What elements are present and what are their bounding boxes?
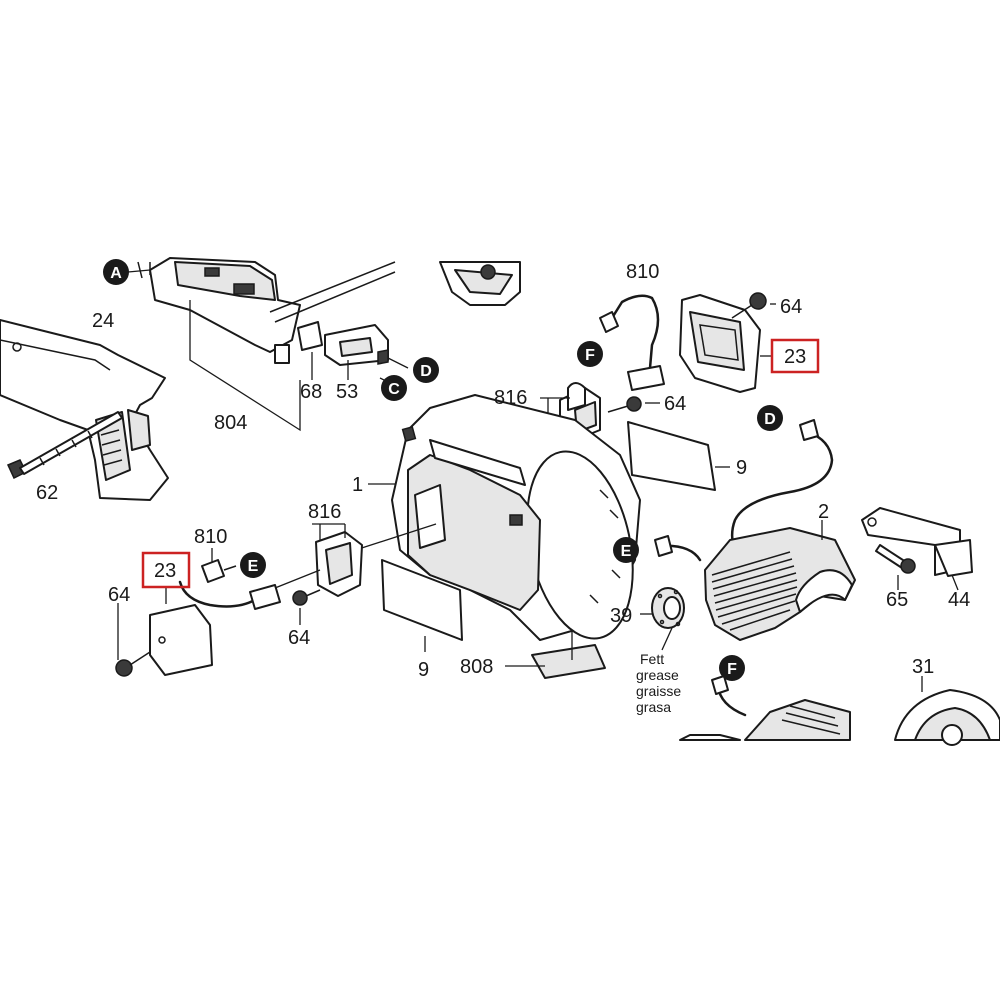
plate-808 (531, 644, 606, 679)
marker-D-top: D (413, 357, 439, 383)
screw-65 (875, 544, 916, 574)
bracket-44 (861, 507, 973, 577)
connector-810-left (201, 559, 237, 583)
svg-text:E: E (248, 558, 259, 575)
marker-A: A (103, 259, 129, 285)
insulation-plate-9-right (627, 421, 716, 491)
svg-text:F: F (585, 347, 595, 364)
svg-text:D: D (764, 411, 776, 428)
label-9-right: 9 (736, 457, 747, 479)
marker-D-right: D (757, 405, 783, 431)
connector-E-right (654, 535, 673, 557)
grease-note-line-2: grease (636, 667, 679, 683)
label-65: 65 (886, 589, 908, 611)
label-39: 39 (610, 605, 632, 627)
brush-810-top (599, 311, 665, 391)
motor-housing-1 (391, 394, 641, 641)
label-53: 53 (336, 381, 358, 403)
screw-62 (6, 411, 123, 480)
switch-assembly-804 (137, 257, 301, 364)
label-62: 62 (36, 482, 58, 504)
label-23-top-highlighted: 23 (770, 338, 820, 374)
screw-64-top-right (731, 292, 767, 319)
label-810-left: 810 (194, 526, 227, 548)
marker-E-left: E (240, 552, 266, 578)
marker-C: C (381, 375, 407, 401)
svg-text:F: F (727, 661, 737, 678)
label-804: 804 (214, 412, 247, 434)
label-64-left: 64 (108, 584, 130, 606)
label-24: 24 (92, 310, 114, 332)
brush-holder-816-left (315, 531, 363, 597)
label-64-top-center: 64 (664, 393, 686, 415)
label-808: 808 (460, 656, 493, 678)
grease-note-line-4: grasa (636, 699, 671, 715)
label-1: 1 (352, 474, 363, 496)
brush-contact-53 (324, 324, 389, 366)
label-9-left: 9 (418, 659, 429, 681)
label-64-left-center: 64 (288, 627, 310, 649)
svg-text:E: E (621, 543, 632, 560)
label-64-top-right: 64 (780, 296, 802, 318)
leader-804 (189, 300, 301, 432)
field-lead-D (730, 430, 834, 562)
grease-note-line-3: graisse (636, 683, 681, 699)
label-810-top: 810 (626, 261, 659, 283)
label-23-left-highlighted: 23 (141, 551, 191, 589)
marker-F-lower: F (719, 655, 745, 681)
label-816-top: 816 (494, 387, 527, 409)
grease-note: Fett grease graisse grasa (636, 651, 681, 715)
housing-top-fragment (439, 261, 521, 306)
field-coil-fragment (679, 699, 851, 741)
field-coil-2 (704, 527, 856, 641)
marker-E-right: E (613, 537, 639, 563)
label-2: 2 (818, 501, 829, 523)
brush-810-left (249, 584, 281, 610)
marker-F-top: F (577, 341, 603, 367)
svg-text:23: 23 (154, 560, 176, 582)
svg-text:C: C (388, 381, 400, 398)
brush-cap-23-left (149, 604, 213, 676)
screw-64-left-center (292, 589, 321, 606)
label-44: 44 (948, 589, 970, 611)
brush-lead-810-left (178, 580, 260, 608)
fan-31 (894, 689, 1000, 746)
grease-note-line-1: Fett (640, 651, 664, 667)
leader-A (127, 269, 151, 273)
svg-text:23: 23 (784, 346, 806, 368)
connector-D-right (799, 419, 819, 441)
label-68: 68 (300, 381, 322, 403)
insulation-plate-9-left (381, 559, 463, 641)
switch-part-68 (297, 321, 323, 351)
brush-cap-23-top (679, 294, 761, 393)
connector-F-lower (711, 675, 729, 695)
screw-64-top-center (607, 396, 642, 413)
svg-text:D: D (420, 363, 432, 380)
switch-rod (269, 261, 396, 323)
bearing-39 (651, 587, 685, 629)
label-31: 31 (912, 656, 934, 678)
label-816-left: 816 (308, 501, 341, 523)
screw-64-left (115, 651, 151, 677)
brush-lead-810-top (610, 294, 660, 370)
svg-text:A: A (110, 265, 122, 282)
